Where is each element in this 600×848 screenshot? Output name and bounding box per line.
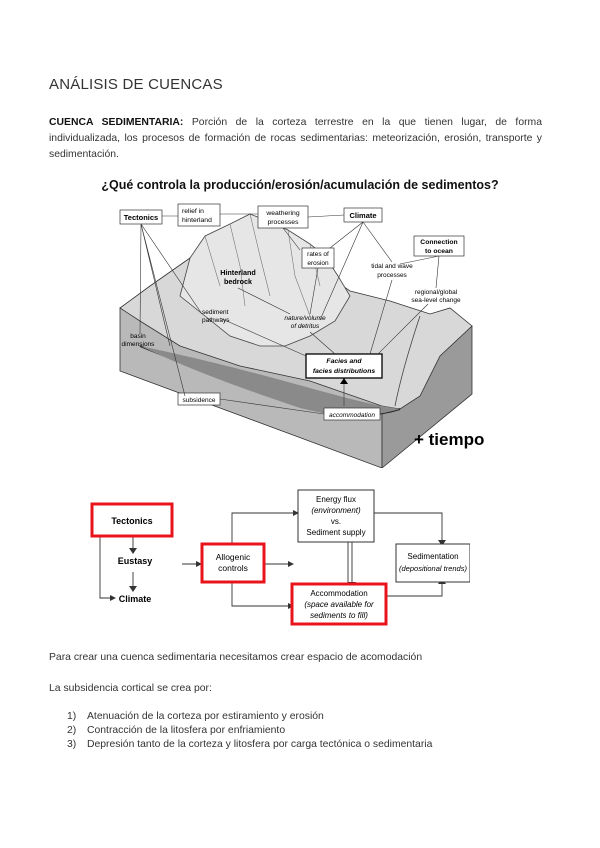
ridge-lines — [204, 213, 321, 317]
tectonics-label: Tectonics — [111, 516, 152, 526]
svg-text:Facies and: Facies and — [326, 358, 362, 365]
svg-text:regional/global: regional/global — [415, 289, 458, 296]
tiempo-label: + tiempo — [414, 430, 485, 449]
svg-text:sediment: sediment — [202, 309, 229, 316]
svg-text:processes: processes — [268, 219, 300, 226]
list-item: 3)Depresión tanto de la corteza y litosf… — [67, 739, 433, 750]
label-facies: Facies and facies distributions — [305, 353, 383, 379]
page-title: ANÁLISIS DE CUENCAS — [49, 76, 223, 93]
definition-text: Porción de la corteza terrestre en la qu… — [49, 117, 542, 160]
svg-text:Hinterland: Hinterland — [220, 268, 256, 277]
subsidence-causes-list: 1)Atenuación de la corteza por estiramie… — [67, 710, 432, 752]
paragraph-acomodacion: Para crear una cuenca sedimentaria neces… — [49, 652, 423, 663]
hinterland-mountains — [179, 213, 351, 347]
svg-text:of detritus: of detritus — [291, 323, 320, 330]
svg-text:relief in: relief in — [182, 208, 204, 215]
label-hinterland: Hinterland bedrock — [220, 268, 256, 286]
svg-text:bedrock: bedrock — [224, 277, 252, 286]
accommodation-box — [290, 582, 388, 626]
basin-block-diagram: Tectonics relief in hinterland weatherin… — [119, 203, 473, 468]
svg-text:weathering: weathering — [265, 210, 299, 217]
energy-label-4: Sediment supply — [306, 528, 365, 537]
label-relief: relief in hinterland — [177, 203, 221, 227]
climate-label: Climate — [119, 594, 152, 604]
label-pathways: sediment pathways — [202, 309, 230, 324]
accom-label-3: sediments to fill) — [310, 611, 368, 620]
label-rates: rates of erosion — [301, 247, 335, 269]
allogenic-box — [200, 542, 266, 584]
figure-question: ¿Qué controla la producción/erosión/acum… — [101, 178, 499, 192]
accom-label-2: (space available for — [304, 600, 374, 609]
allogenic-label-1: Allogenic — [216, 552, 251, 562]
svg-text:Climate: Climate — [349, 211, 376, 220]
sediment-fill — [140, 346, 400, 416]
list-item: 1)Atenuación de la corteza por estiramie… — [67, 711, 324, 722]
label-nature: nature/volume of detritus — [284, 315, 326, 330]
svg-text:subsidence: subsidence — [183, 397, 216, 404]
paragraph-subsidencia: La subsidencia cortical se crea por: — [49, 683, 212, 694]
svg-text:Connection: Connection — [420, 239, 457, 246]
svg-text:sea-level change: sea-level change — [411, 297, 461, 304]
label-tidal: tidal and wave processes — [371, 263, 413, 279]
flow-lines — [99, 512, 443, 607]
energy-label-2: (environment) — [311, 506, 361, 515]
label-sealevel: regional/global sea-level change — [411, 289, 461, 304]
list-item: 2)Contracción de la litosfera por enfria… — [67, 725, 286, 736]
arrow-head — [340, 378, 348, 384]
controls-flowchart: Tectonics Eustasy Climate Allogenic cont… — [90, 489, 470, 626]
svg-text:pathways: pathways — [202, 317, 230, 324]
definition-paragraph: CUENCA SEDIMENTARIA: Porción de la corte… — [49, 115, 542, 163]
svg-text:accommodation: accommodation — [329, 412, 375, 419]
connector-lines — [139, 213, 440, 415]
allogenic-label-2: controls — [218, 563, 248, 573]
svg-text:basin: basin — [130, 333, 146, 340]
label-connection: Connection to ocean — [413, 235, 465, 257]
svg-text:Tectonics: Tectonics — [124, 213, 158, 222]
svg-text:nature/volume: nature/volume — [284, 315, 326, 322]
sedimentation-box — [395, 543, 470, 583]
energy-label-3: vs. — [331, 517, 341, 526]
accom-label-1: Accommodation — [310, 589, 367, 598]
svg-text:rates of: rates of — [307, 251, 329, 258]
tectonics-box — [90, 502, 174, 538]
label-tectonics: Tectonics — [119, 209, 163, 225]
svg-text:dimensions: dimensions — [122, 341, 156, 348]
definition-term: CUENCA SEDIMENTARIA: — [49, 117, 184, 128]
energy-label-1: Energy flux — [316, 495, 356, 504]
eustasy-label: Eustasy — [118, 556, 153, 566]
label-accommodation: accommodation — [323, 407, 381, 421]
label-weathering: weathering processes — [257, 205, 309, 229]
sed-label-1: Sedimentation — [407, 552, 458, 561]
svg-text:to ocean: to ocean — [425, 248, 453, 255]
svg-text:hinterland: hinterland — [182, 217, 212, 224]
svg-text:erosion: erosion — [307, 260, 329, 267]
sed-label-2: (depositional trends) — [399, 564, 467, 573]
svg-text:facies distributions: facies distributions — [313, 368, 376, 375]
label-climate: Climate — [343, 207, 383, 223]
energy-flux-box — [297, 489, 375, 543]
label-basin: basin dimensions — [122, 333, 156, 348]
svg-text:tidal and wave: tidal and wave — [371, 263, 413, 270]
coast-curve — [394, 315, 421, 407]
svg-text:processes: processes — [377, 272, 407, 279]
label-subsidence: subsidence — [177, 392, 221, 406]
